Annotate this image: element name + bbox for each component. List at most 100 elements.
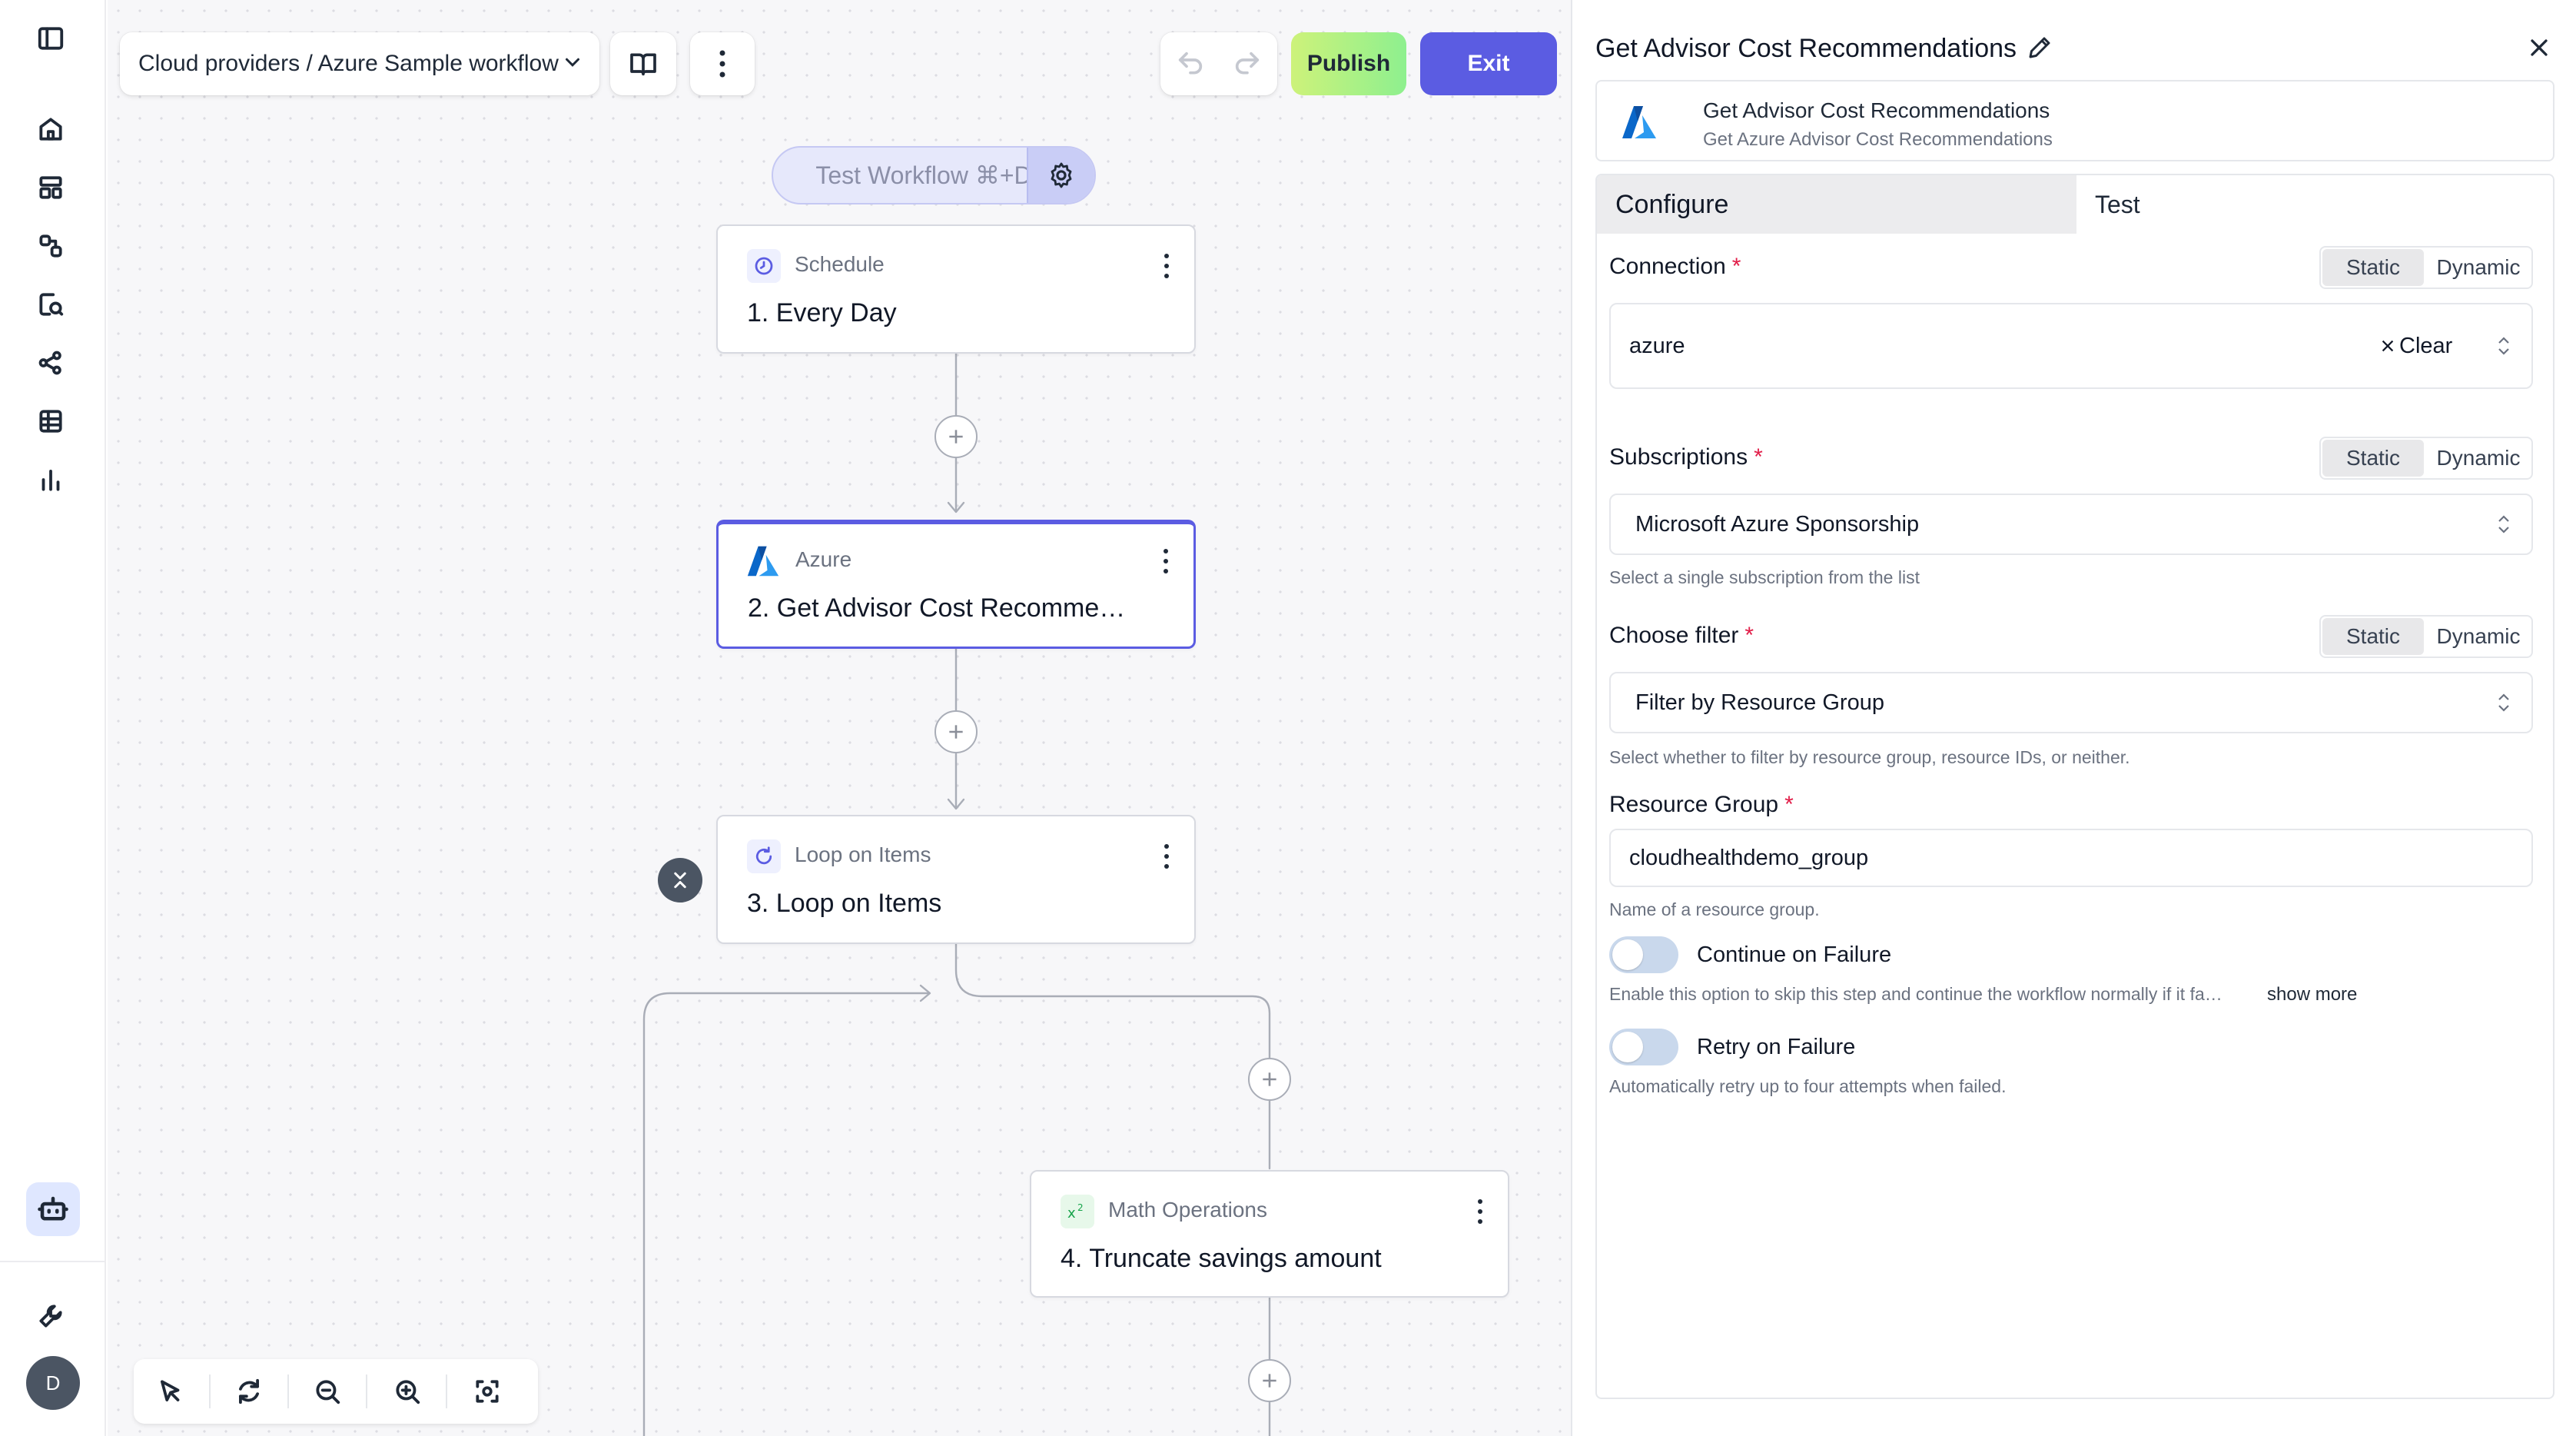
static-mode-button[interactable]: Static — [2322, 618, 2424, 655]
filter-hint: Select whether to filter by resource gro… — [1609, 747, 2130, 767]
step-title: 1. Every Day — [747, 298, 897, 327]
subscriptions-select[interactable]: Microsoft Azure Sponsorship — [1609, 494, 2533, 555]
undo-icon[interactable] — [1175, 48, 1206, 79]
dynamic-mode-button[interactable]: Dynamic — [2436, 624, 2521, 648]
clear-label: Clear — [2399, 333, 2453, 358]
filter-mode-toggle: Static Dynamic — [2319, 615, 2533, 658]
workflow-canvas[interactable]: Cloud providers / Azure Sample workflow … — [108, 0, 1571, 1436]
continue-on-failure-label: Continue on Failure — [1697, 942, 1892, 967]
analytics-icon[interactable] — [34, 463, 68, 497]
avatar[interactable]: D — [26, 1356, 80, 1410]
piece-description: Get Azure Advisor Cost Recommendations — [1703, 129, 2053, 150]
step-card-loop[interactable]: Loop on Items 3. Loop on Items — [716, 815, 1196, 944]
step-menu-icon[interactable] — [1161, 549, 1170, 577]
dynamic-mode-button[interactable]: Dynamic — [2436, 446, 2521, 470]
step-type: Azure — [795, 547, 852, 571]
azure-logo-icon — [746, 544, 780, 578]
chevron-updown-icon — [2498, 337, 2509, 355]
tables-icon[interactable] — [34, 404, 68, 438]
step-type: Loop on Items — [795, 843, 931, 866]
connection-label: Connection* — [1609, 254, 1741, 279]
toolbar-divider — [446, 1375, 447, 1408]
connection-select[interactable]: azure Clear — [1609, 303, 2533, 389]
panel-tabs: Configure Test — [1597, 175, 2553, 234]
panel-body: Configure Test Connection* Static Dynami… — [1595, 174, 2554, 1399]
add-step-button[interactable] — [1248, 1359, 1291, 1402]
clear-connection-button[interactable]: Clear — [2379, 304, 2452, 387]
show-more-link[interactable]: show more — [2267, 984, 2358, 1005]
plus-icon — [949, 725, 963, 739]
step-menu-icon[interactable] — [1162, 844, 1171, 872]
retry-on-failure-hint: Automatically retry up to four attempts … — [1609, 1076, 2007, 1096]
step-menu-icon[interactable] — [1476, 1199, 1485, 1227]
subscriptions-value: Microsoft Azure Sponsorship — [1635, 511, 1920, 537]
toggle-knob — [1612, 1032, 1643, 1062]
test-workflow-pill[interactable]: Test Workflow ⌘+D — [772, 146, 1096, 204]
gear-icon — [1051, 162, 1072, 188]
filter-select[interactable]: Filter by Resource Group — [1609, 672, 2533, 733]
zoom-in-button[interactable] — [377, 1368, 438, 1414]
breadcrumb-dropdown[interactable]: Cloud providers / Azure Sample workflow — [120, 32, 599, 95]
flow-connectors — [642, 352, 1271, 1436]
zoom-out-button[interactable] — [297, 1368, 358, 1414]
step-card-schedule[interactable]: Schedule 1. Every Day — [716, 224, 1196, 354]
dynamic-mode-button[interactable]: Dynamic — [2436, 255, 2521, 279]
publish-button[interactable]: Publish — [1291, 32, 1406, 95]
wrench-icon[interactable] — [34, 1299, 68, 1333]
fit-screen-icon — [476, 1380, 499, 1403]
test-workflow-button[interactable]: Test Workflow ⌘+D — [815, 161, 1032, 189]
step-settings-panel: Get Advisor Cost Recommendations Get Adv… — [1571, 0, 2576, 1436]
plus-icon — [1263, 1072, 1276, 1086]
plus-icon — [949, 430, 963, 444]
step-card-azure[interactable]: Azure 2. Get Advisor Cost Recomme… — [716, 520, 1196, 649]
step-title: 4. Truncate savings amount — [1061, 1244, 1382, 1273]
rail-divider — [0, 1261, 106, 1262]
add-step-button[interactable] — [1248, 1058, 1291, 1101]
clock-icon — [747, 249, 781, 283]
retry-on-failure-toggle[interactable] — [1609, 1029, 1678, 1065]
test-settings-button[interactable] — [1027, 148, 1094, 203]
azure-logo-icon — [1622, 106, 1656, 138]
step-menu-icon[interactable] — [1162, 254, 1171, 281]
tab-configure[interactable]: Configure — [1597, 175, 2076, 234]
pointer-tool-button[interactable] — [140, 1368, 201, 1414]
continue-on-failure-toggle[interactable] — [1609, 936, 1678, 973]
static-mode-button[interactable]: Static — [2322, 249, 2424, 286]
pencil-icon[interactable] — [2026, 34, 2053, 61]
exit-button[interactable]: Exit — [1420, 32, 1557, 95]
zoom-in-icon — [396, 1380, 420, 1404]
more-options-button[interactable] — [690, 32, 755, 95]
sidebar-toggle-icon[interactable] — [34, 22, 68, 55]
dashboard-icon[interactable] — [34, 171, 68, 204]
subscriptions-hint: Select a single subscription from the li… — [1609, 567, 1920, 587]
resource-group-input[interactable]: cloudhealthdemo_group — [1609, 829, 2533, 887]
docs-button[interactable] — [610, 32, 676, 95]
home-icon[interactable] — [34, 112, 68, 146]
connection-value: azure — [1629, 333, 1685, 358]
close-icon[interactable] — [2525, 34, 2553, 61]
resource-group-hint: Name of a resource group. — [1609, 899, 1820, 919]
toggle-knob — [1612, 939, 1643, 970]
static-mode-button[interactable]: Static — [2322, 440, 2424, 477]
connections-icon[interactable] — [34, 346, 68, 380]
chevron-updown-icon — [2498, 693, 2509, 712]
flows-icon[interactable] — [34, 229, 68, 263]
fit-view-button[interactable] — [456, 1368, 518, 1414]
reset-view-button[interactable] — [218, 1368, 280, 1414]
book-icon — [630, 53, 656, 76]
collapse-loop-button[interactable] — [658, 858, 702, 902]
runs-search-icon[interactable] — [34, 288, 68, 321]
toolbar-divider — [287, 1375, 289, 1408]
toolbar-divider — [366, 1375, 367, 1408]
add-step-button[interactable] — [934, 710, 978, 753]
retry-on-failure-label: Retry on Failure — [1697, 1035, 1856, 1059]
add-step-button[interactable] — [934, 415, 978, 458]
connection-mode-toggle: Static Dynamic — [2319, 246, 2533, 289]
redo-icon[interactable] — [1232, 48, 1263, 79]
undo-redo-group — [1160, 32, 1277, 95]
breadcrumb-text: Cloud providers / Azure Sample workflow — [138, 51, 559, 76]
tab-test[interactable]: Test — [2076, 175, 2553, 234]
bot-icon[interactable] — [26, 1182, 80, 1236]
